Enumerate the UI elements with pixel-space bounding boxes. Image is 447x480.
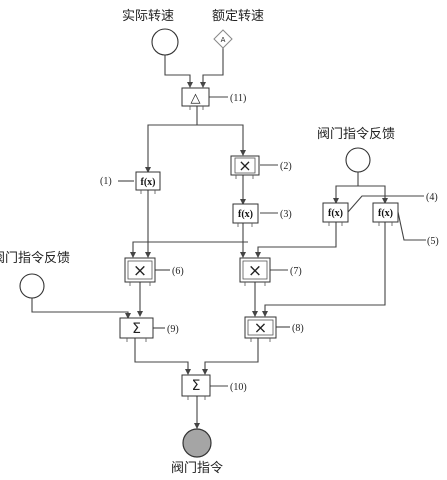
block-8-multiply: × [244, 316, 277, 339]
valve-feedback-right-input [345, 147, 371, 173]
sum-symbol: Σ [192, 378, 201, 394]
block-1-function: f(x) [135, 171, 161, 191]
rated-speed-label: 额定转速 [212, 9, 264, 24]
block-6-multiply: × [124, 257, 156, 283]
block-10-sum: Σ [181, 374, 211, 397]
delta-symbol: △ [191, 91, 201, 106]
block-9-sum: Σ [119, 317, 154, 339]
block-11-delta: △ [181, 87, 210, 107]
block-2-multiply: × [230, 155, 260, 176]
block-5-function: f(x) [372, 202, 399, 223]
rated-speed-marker: A [221, 36, 226, 44]
block-number-11: (11) [230, 93, 246, 104]
valve-command-label: 阀门指令 [171, 461, 223, 476]
actual-speed-input [151, 28, 179, 56]
block-3-function: f(x) [232, 203, 259, 224]
block-number-8: (8) [292, 323, 304, 334]
block-7-multiply: × [239, 257, 271, 283]
block-pins [126, 84, 393, 400]
function-symbol: f(x) [328, 208, 343, 219]
block-number-3: (3) [280, 209, 292, 220]
multiply-symbol: × [133, 261, 147, 281]
connection-wires [31, 48, 426, 429]
block-number-10: (10) [230, 382, 247, 393]
block-number-7: (7) [290, 266, 302, 277]
function-symbol: f(x) [238, 209, 253, 220]
block-4-function: f(x) [322, 202, 349, 223]
function-symbol: f(x) [141, 177, 156, 188]
block-number-2: (2) [280, 161, 292, 172]
rated-speed-input: A [213, 29, 233, 49]
multiply-symbol: × [238, 156, 251, 175]
block-number-6: (6) [172, 266, 184, 277]
multiply-symbol: × [248, 261, 262, 281]
function-symbol: f(x) [378, 208, 393, 219]
block-number-5: (5) [427, 236, 439, 247]
valve-command-output [182, 428, 212, 458]
valve-feedback-right-label: 阀门指令反馈 [317, 127, 395, 142]
sum-symbol: Σ [132, 321, 141, 337]
actual-speed-label: 实际转速 [122, 9, 174, 24]
valve-feedback-left-label: 阀门指令反馈 [0, 251, 70, 266]
block-number-4: (4) [426, 192, 438, 203]
block-number-9: (9) [167, 324, 179, 335]
multiply-symbol: × [254, 318, 267, 337]
valve-feedback-left-input [19, 273, 45, 299]
block-number-1: (1) [100, 176, 112, 187]
